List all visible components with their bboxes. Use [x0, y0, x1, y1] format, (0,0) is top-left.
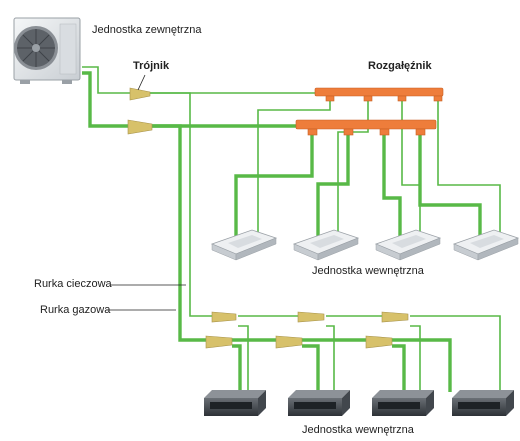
- ducted-unit-icon: [204, 390, 514, 416]
- ducted-unit-3: [372, 390, 434, 416]
- tee-gas-3: [365, 335, 393, 349]
- cassette-unit-3: [374, 229, 442, 261]
- gas-pipe-label: Rurka gazowa: [40, 304, 111, 316]
- leader-lines: [106, 74, 186, 311]
- distributor-label: Rozgałęźnik: [368, 60, 432, 72]
- liquid-pipe-label: Rurka cieczowa: [34, 278, 112, 290]
- tee-liquid-2: [297, 311, 325, 323]
- outdoor-unit-icon: [13, 17, 81, 84]
- cassette-unit-2: [292, 229, 360, 261]
- cassette-unit-1: [210, 229, 278, 261]
- tee-fitting-icon: [127, 87, 409, 349]
- outdoor-unit-label: Jednostka zewnętrzna: [92, 24, 202, 36]
- distributor-liquid-bar: [314, 87, 444, 97]
- distributor-header-icon: [295, 87, 444, 136]
- tee-gas-2: [275, 335, 303, 349]
- tee-label: Trójnik: [133, 60, 170, 72]
- indoor-units-bottom-label: Jednostka wewnętrzna: [302, 424, 414, 436]
- tee-gas-main: [127, 119, 153, 135]
- ducted-unit-2: [288, 390, 350, 416]
- tee-liquid-main: [129, 87, 151, 101]
- tee-liquid-1: [211, 311, 237, 323]
- cassette-unit-4: [452, 229, 520, 261]
- gas-pipe-network: [82, 71, 482, 392]
- ducted-unit-1: [204, 390, 266, 416]
- cassette-unit-icon: [210, 229, 520, 261]
- tee-gas-1: [205, 335, 233, 349]
- tee-liquid-3: [381, 311, 409, 323]
- indoor-units-top-label: Jednostka wewnętrzna: [312, 265, 424, 277]
- distributor-gas-bar: [295, 119, 437, 130]
- ducted-unit-4: [452, 390, 514, 416]
